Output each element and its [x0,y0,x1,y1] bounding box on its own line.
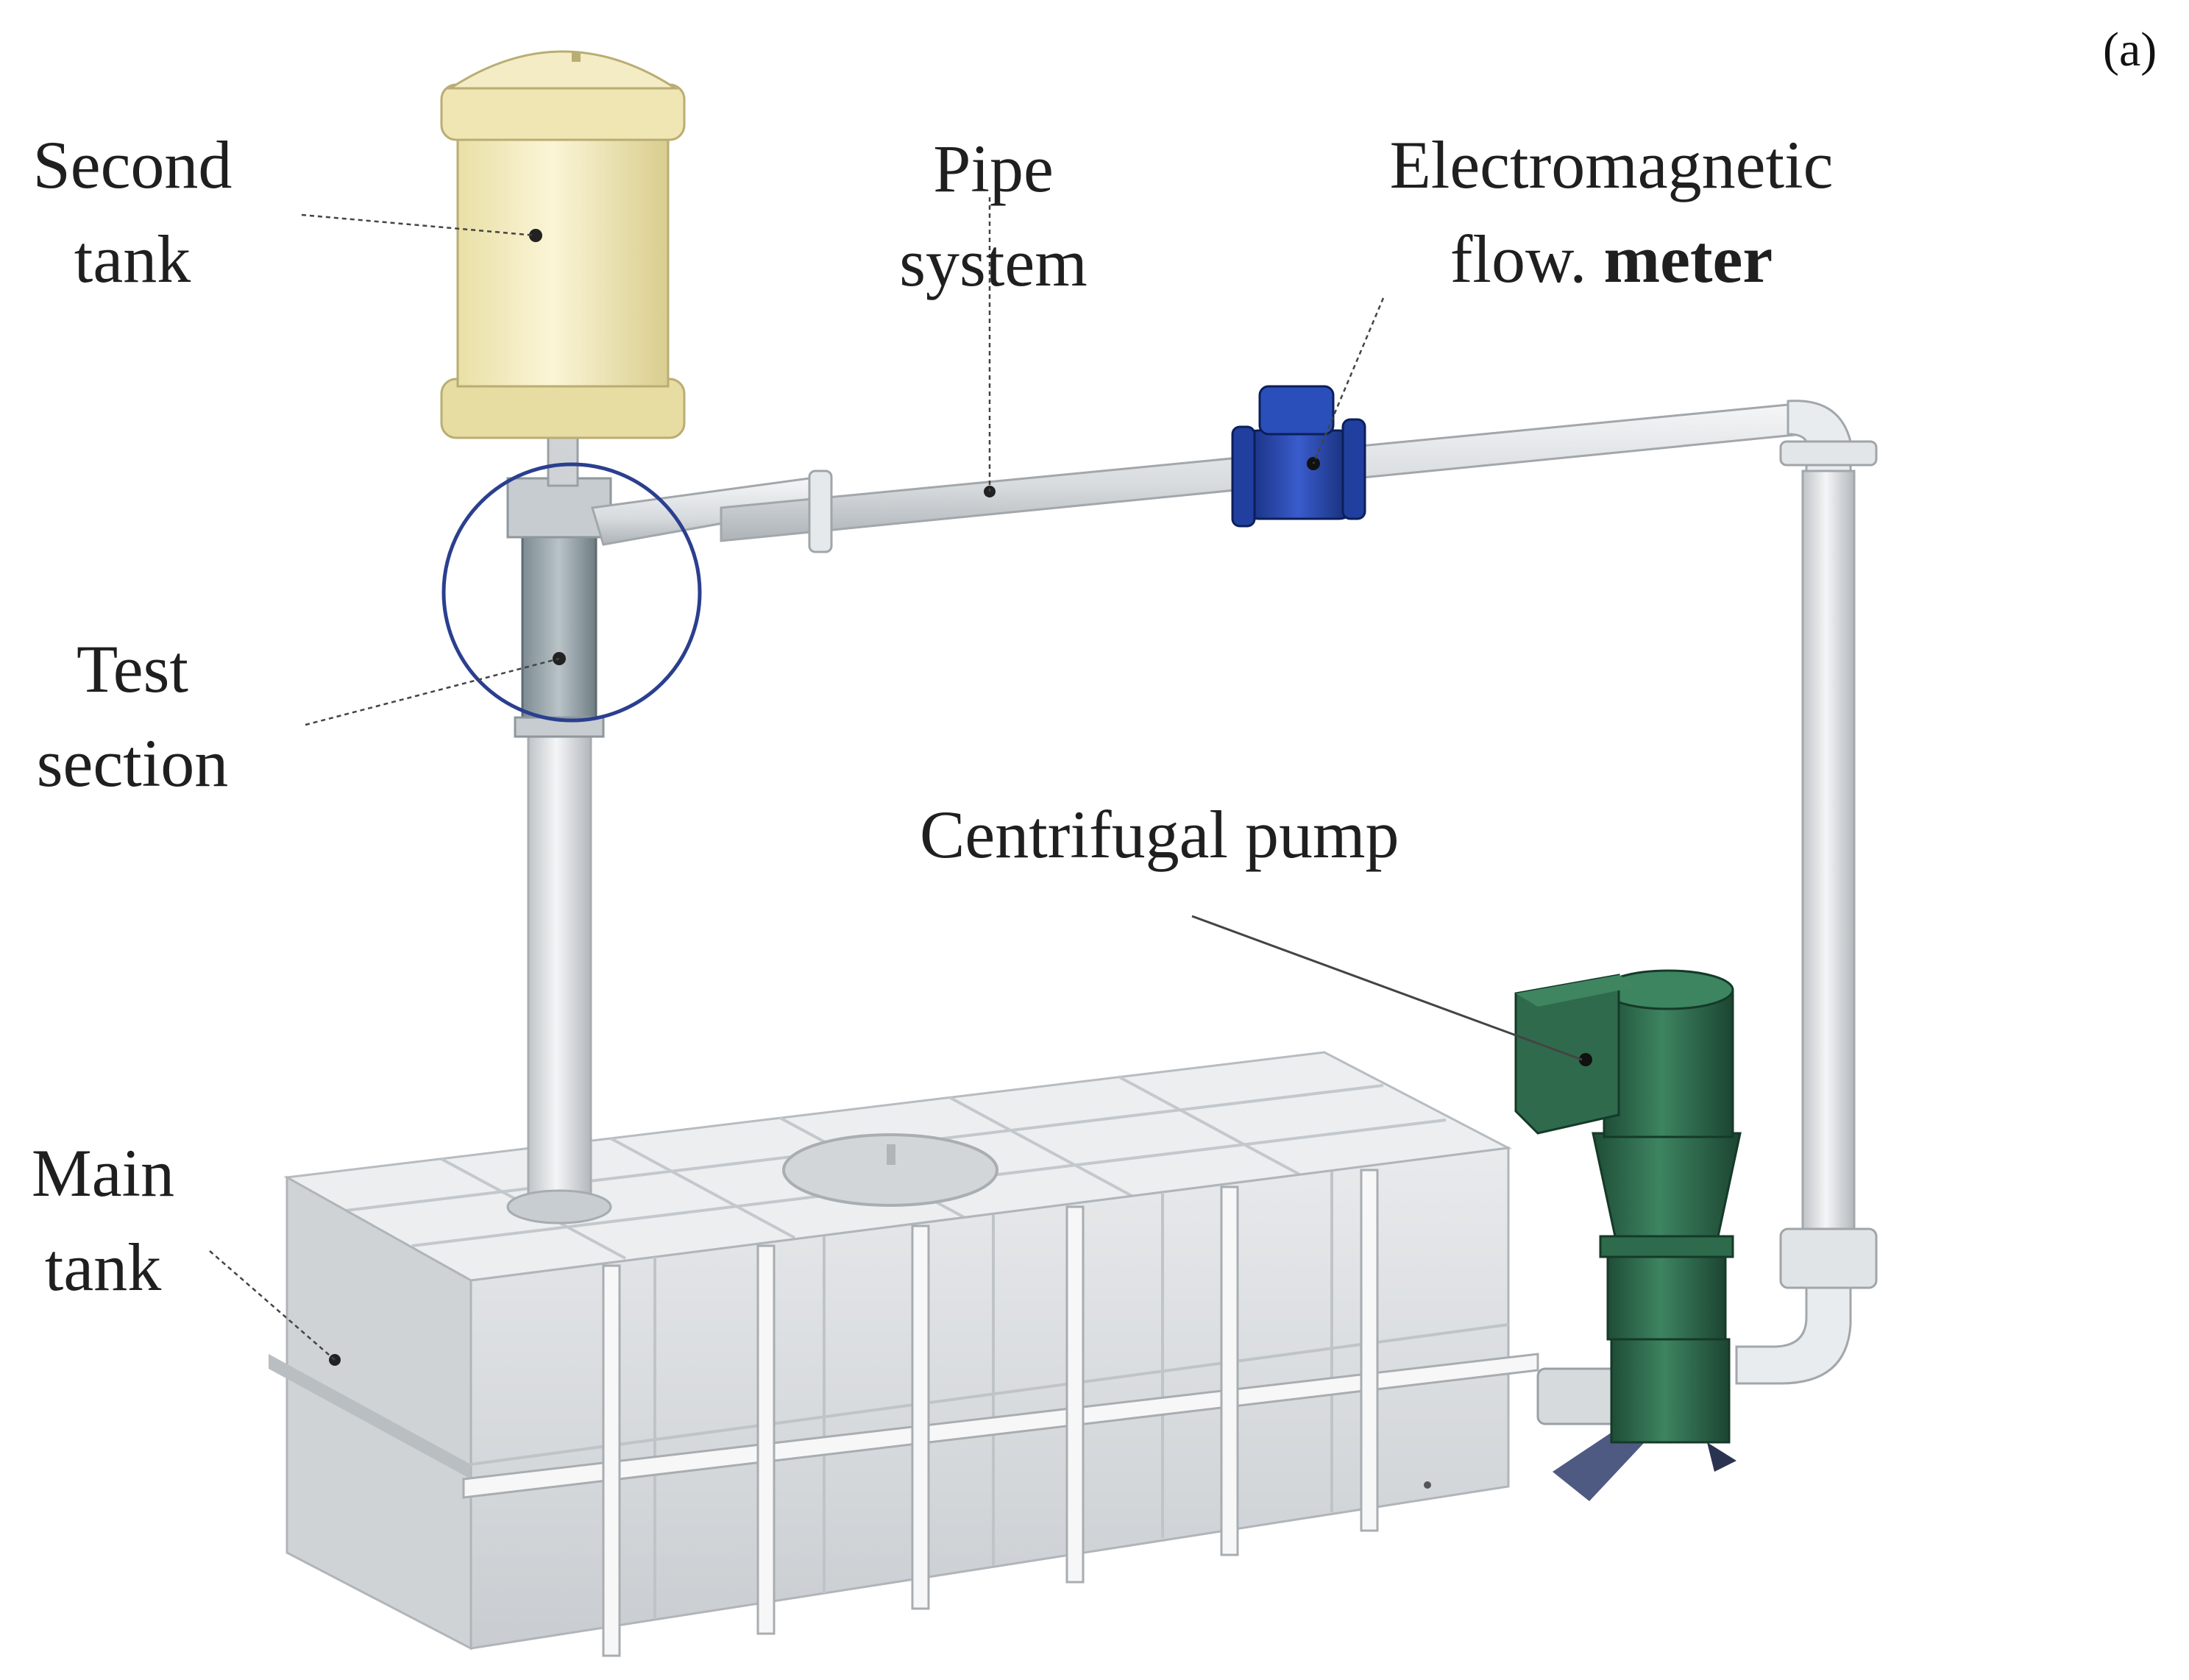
flow-meter-label-line1: Electromagnetic [1389,127,1834,202]
leader-lines [209,197,1385,1361]
pipe-system-label: Pipe system [876,121,1111,310]
flow-meter-label-line2: flow. meter [1347,212,1876,306]
panel-label: (a) [2103,23,2157,77]
test-section [506,477,612,738]
centrifugal-pump-label: Centrifugal pump [920,797,1399,872]
second-tank-label: Second tank [15,118,250,306]
pump-leader-line [1191,915,1583,1061]
riser-pipe [506,720,612,1224]
test-section-label-line1: Test [77,631,188,706]
test-section-label-line2: section [36,726,229,801]
second-tank [440,50,686,487]
main-tank-label: Main tank [0,1126,206,1314]
centrifugal-pump [1514,969,1742,1501]
pipe-system-label-line1: Pipe [933,131,1054,206]
second-tank-label-line2: tank [74,221,191,297]
test-section-label: Test section [15,622,250,810]
second-tank-label-line1: Second [32,127,233,202]
test-section-highlight-circle [441,462,702,723]
flow-meter-label-meter: meter [1603,221,1773,297]
pipe-system-label-line2: system [899,225,1088,300]
flow-meter-label-flow: flow. [1450,221,1587,297]
flow-meter-label: Electromagnetic flow. meter [1347,118,1876,306]
main-tank-label-line2: tank [44,1230,162,1305]
flow-meter [1231,385,1366,528]
main-tank [269,1051,1539,1657]
main-tank-label-line1: Main [31,1135,175,1211]
